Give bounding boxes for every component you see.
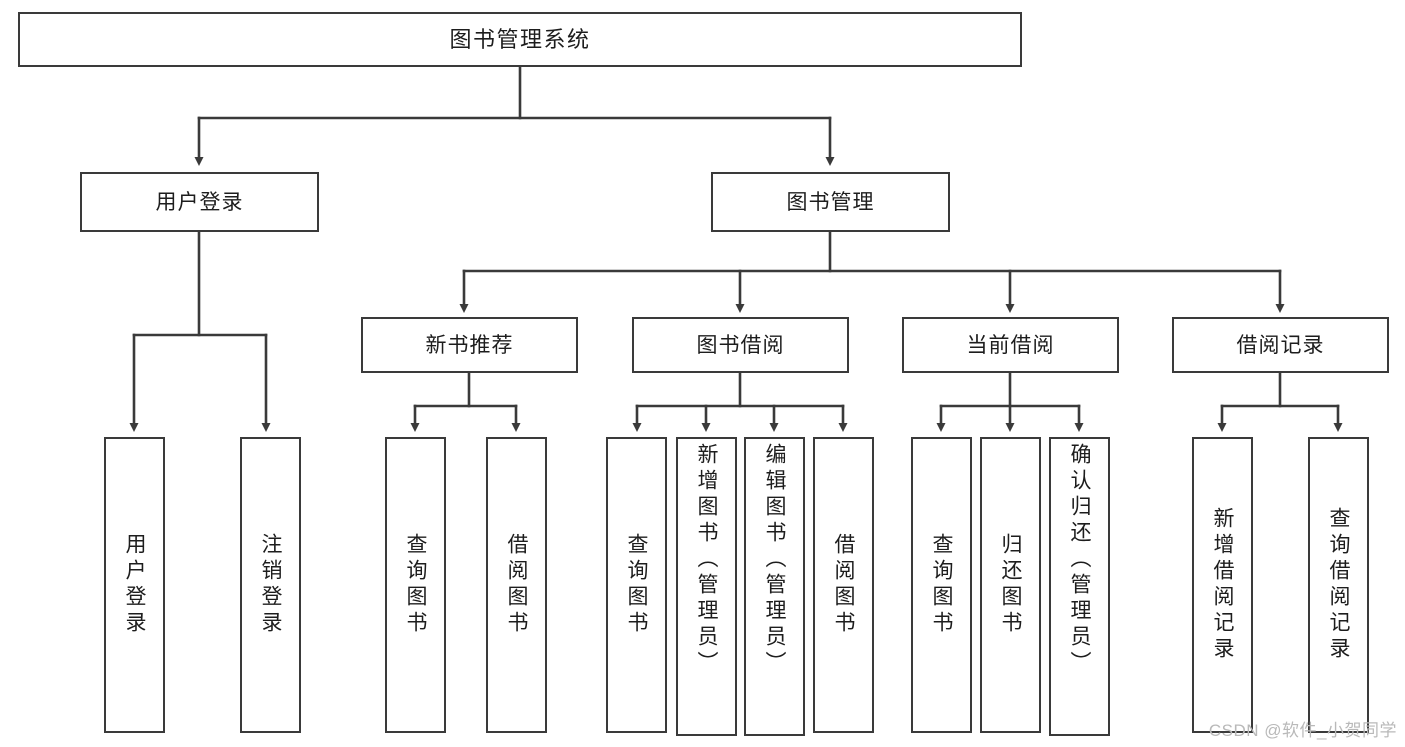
node-borrow-record[interactable]: 借阅记录 bbox=[1172, 317, 1389, 373]
leaf-user-login[interactable]: 用户登录 bbox=[104, 437, 165, 733]
leaf-add-book-admin[interactable]: 新增图书（管理员） bbox=[676, 437, 737, 736]
leaf-confirm-return-admin[interactable]: 确认归还（管理员） bbox=[1049, 437, 1110, 736]
node-book-borrow[interactable]: 图书借阅 bbox=[632, 317, 849, 373]
leaf-query-book-recommend[interactable]: 查询图书 bbox=[385, 437, 446, 733]
leaf-query-book-borrow[interactable]: 查询图书 bbox=[606, 437, 667, 733]
node-current-borrow[interactable]: 当前借阅 bbox=[902, 317, 1119, 373]
leaf-query-book-current[interactable]: 查询图书 bbox=[911, 437, 972, 733]
node-root-system[interactable]: 图书管理系统 bbox=[18, 12, 1022, 67]
leaf-borrow-book-recommend[interactable]: 借阅图书 bbox=[486, 437, 547, 733]
node-book-manage[interactable]: 图书管理 bbox=[711, 172, 950, 232]
leaf-add-borrow-record[interactable]: 新增借阅记录 bbox=[1192, 437, 1253, 733]
leaf-query-borrow-record[interactable]: 查询借阅记录 bbox=[1308, 437, 1369, 733]
leaf-return-book[interactable]: 归还图书 bbox=[980, 437, 1041, 733]
node-new-book-recommend[interactable]: 新书推荐 bbox=[361, 317, 578, 373]
watermark: CSDN @软件_小贺同学 bbox=[1208, 721, 1397, 740]
leaf-logout[interactable]: 注销登录 bbox=[240, 437, 301, 733]
leaf-edit-book-admin[interactable]: 编辑图书（管理员） bbox=[744, 437, 805, 736]
node-user-login[interactable]: 用户登录 bbox=[80, 172, 319, 232]
leaf-borrow-book-borrow[interactable]: 借阅图书 bbox=[813, 437, 874, 733]
